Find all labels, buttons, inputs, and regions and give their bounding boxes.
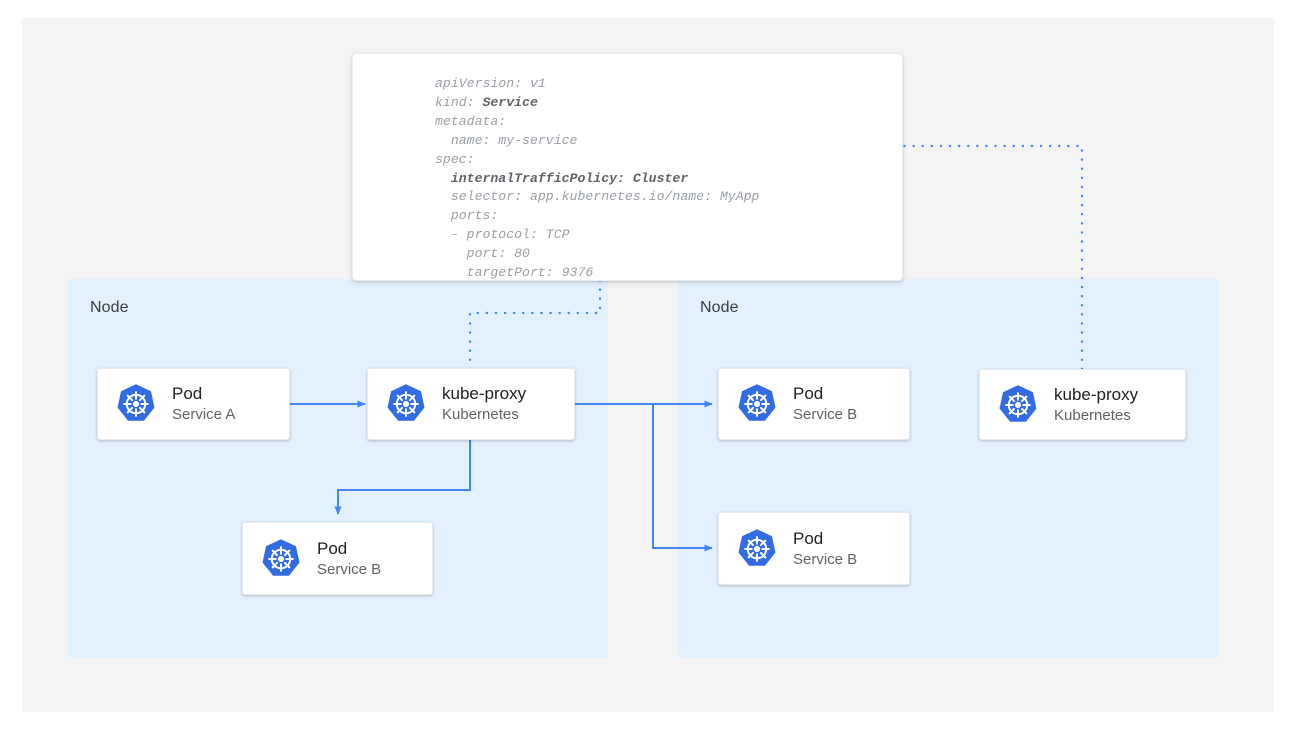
- card-title: Pod: [317, 538, 348, 558]
- card-title: kube-proxy: [1054, 384, 1139, 404]
- card-pod-service-b-right-bottom[interactable]: Pod Service B: [718, 512, 910, 585]
- kubernetes-icon: [735, 382, 779, 426]
- card-pod-service-b-right-top[interactable]: Pod Service B: [718, 368, 910, 440]
- node-container-right: Node: [678, 279, 1219, 658]
- wire-dotted-left-kube-proxy-to-spec: [468, 254, 604, 371]
- card-title: Pod: [172, 384, 203, 404]
- card-kube-proxy-left[interactable]: kube-proxy Kubernetes: [367, 368, 575, 440]
- kubernetes-icon: [259, 537, 303, 581]
- card-title: kube-proxy: [442, 384, 527, 404]
- connector-layer: [290, 142, 1084, 552]
- wire-kube-proxy-to-pod-b-left: [334, 440, 471, 515]
- card-subtitle: Kubernetes: [1054, 406, 1131, 424]
- kubernetes-icon: [384, 382, 428, 426]
- node-label-right: Node: [700, 299, 739, 316]
- wire-dotted-right-kube-proxy-to-spec: [886, 142, 1084, 371]
- card-subtitle: Service B: [793, 550, 858, 568]
- diagram-canvas: Node Node apiVersion: v1 kind: Service m…: [22, 18, 1274, 712]
- card-subtitle: Service A: [172, 406, 236, 424]
- service-spec-yaml: apiVersion: v1 kind: Service metadata: n…: [435, 76, 760, 281]
- card-pod-service-a[interactable]: Pod Service A: [97, 368, 290, 440]
- node-label-left: Node: [90, 299, 129, 316]
- card-title: Pod: [793, 384, 824, 404]
- card-subtitle: Kubernetes: [442, 406, 519, 424]
- kubernetes-icon: [996, 383, 1040, 427]
- wire-kube-proxy-to-pod-b-right-bottom: [652, 404, 713, 552]
- card-subtitle: Service B: [793, 406, 858, 424]
- card-subtitle: Service B: [317, 560, 382, 578]
- card-pod-service-b-left[interactable]: Pod Service B: [242, 522, 433, 595]
- card-title: Pod: [793, 528, 824, 548]
- kubernetes-icon: [114, 382, 158, 426]
- service-spec-card: apiVersion: v1 kind: Service metadata: n…: [352, 53, 903, 281]
- card-kube-proxy-right[interactable]: kube-proxy Kubernetes: [979, 369, 1186, 440]
- kubernetes-icon: [735, 527, 779, 571]
